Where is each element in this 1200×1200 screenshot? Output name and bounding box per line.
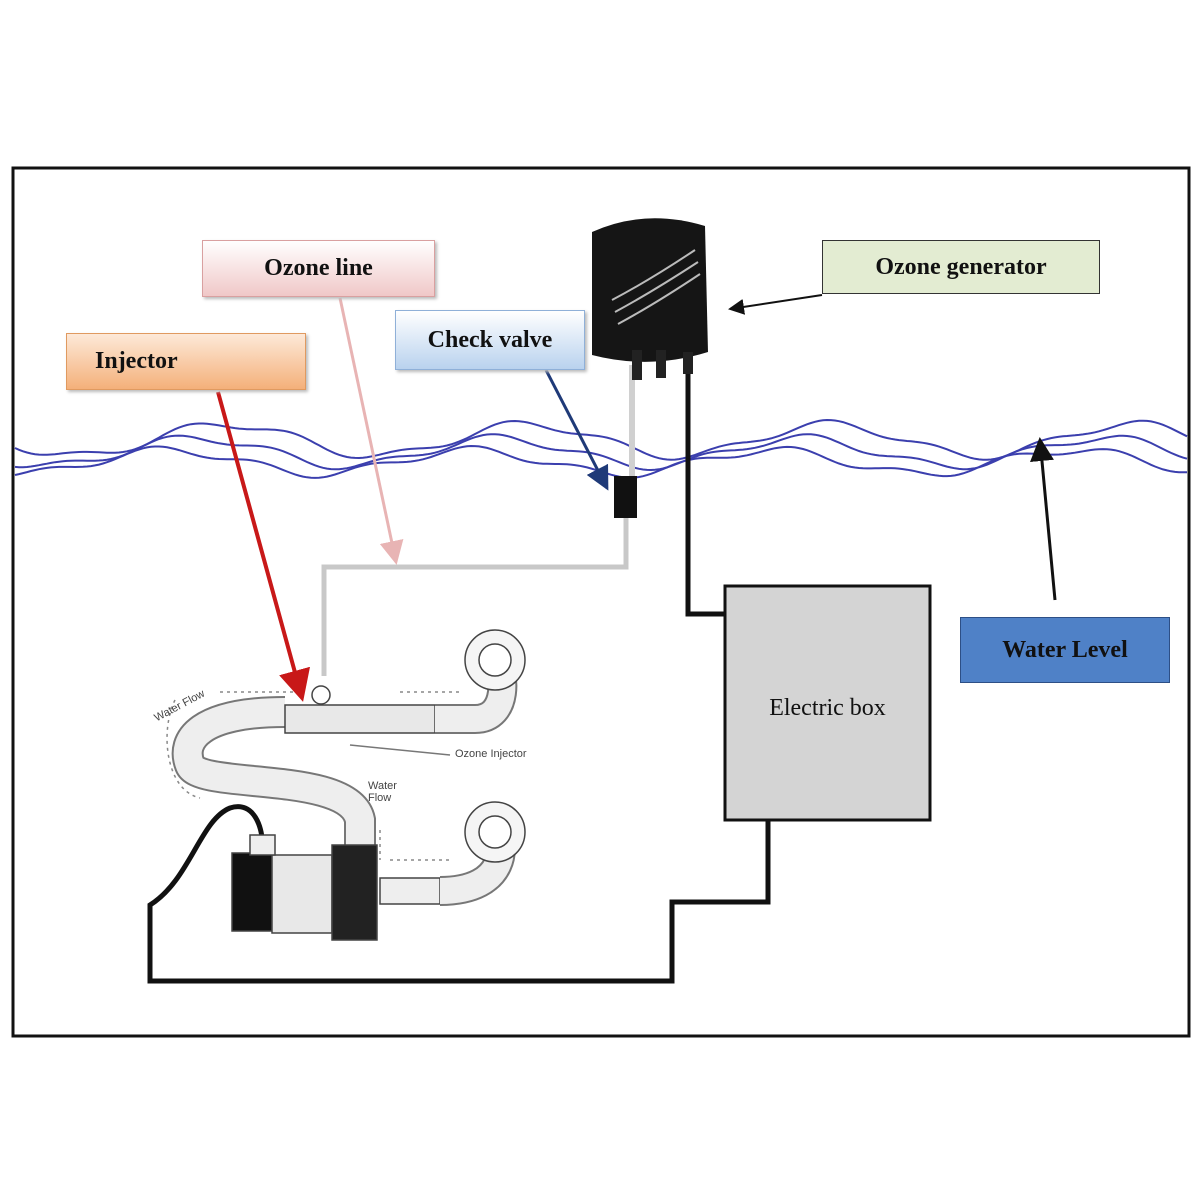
ozone-generator-label: Ozone generator — [822, 240, 1100, 294]
water-level-arrow — [1030, 437, 1057, 601]
ozone-injector-text: Ozone Injector — [455, 748, 527, 760]
check-valve-label: Check valve — [395, 310, 585, 370]
pump-assembly — [166, 629, 526, 941]
ozone-generator-arrow — [728, 294, 823, 315]
ozone-line-label: Ozone line — [202, 240, 435, 297]
ozone-line-pipe-lower — [321, 516, 629, 676]
check-valve-device — [614, 476, 637, 518]
water-level-label: Water Level — [960, 617, 1170, 683]
ozone-line-arrow — [338, 297, 404, 565]
electric-box-label: Electric box — [769, 694, 886, 721]
check-valve-arrow — [544, 369, 609, 491]
water-wave-line — [14, 433, 1188, 472]
electric-box — [723, 584, 932, 822]
pump-power-cable — [147, 804, 771, 984]
generator-power-cable — [685, 365, 726, 617]
diagram-frame — [11, 166, 1191, 1038]
injector-arrow — [216, 391, 311, 702]
injector-label: Injector — [66, 333, 306, 390]
water-wave-line — [14, 418, 1188, 461]
ozone-generator-device — [592, 218, 708, 380]
water-surface-waves — [14, 418, 1188, 479]
water-wave-line — [14, 444, 1187, 479]
water-flow-side-text: Water Flow — [368, 780, 397, 804]
